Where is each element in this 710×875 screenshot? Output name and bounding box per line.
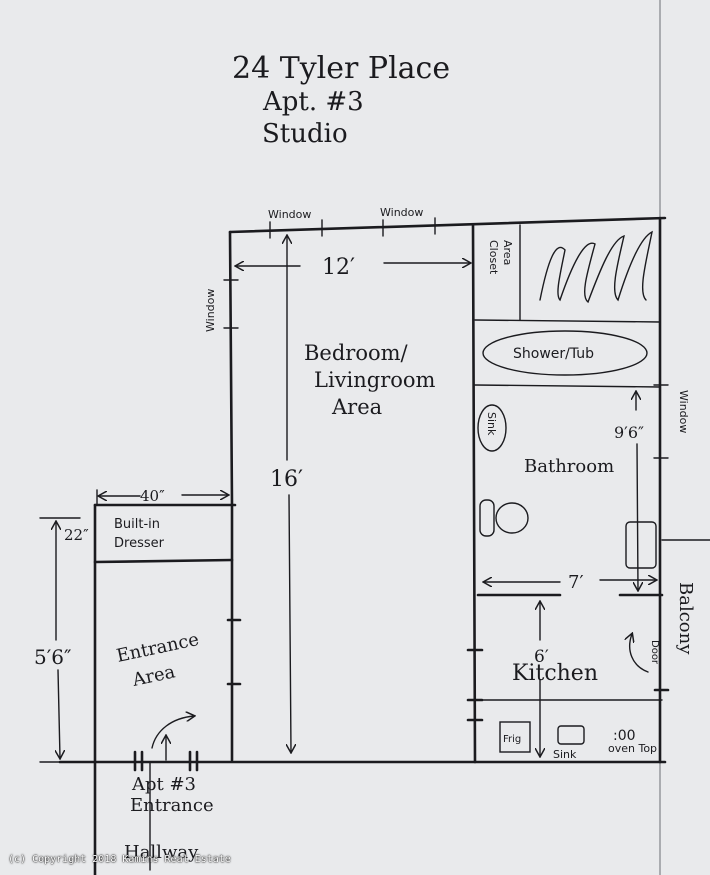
bath-sink-fixture: [477, 404, 507, 452]
dim-width-main: 12′: [322, 255, 355, 280]
dim-bath-depth-arrow-down: [637, 443, 638, 590]
walls: [58, 216, 710, 875]
toilet-fixture: [479, 499, 529, 537]
kitchen-sink-label: Sink: [553, 748, 577, 761]
dresser-label-2: Dresser: [114, 536, 165, 551]
oven-label: oven Top: [608, 742, 657, 755]
closet-hatch: [539, 230, 653, 304]
hallway-label: Hallway: [124, 842, 199, 863]
dim-bath-width: 7′: [568, 572, 584, 593]
fridge-label: Frig: [503, 734, 521, 745]
window-marks: [223, 217, 669, 459]
dim-dresser-depth: 22″: [64, 526, 89, 544]
address-title: 24 Tyler Place: [232, 51, 450, 86]
bedroom-label-3: Area: [331, 395, 382, 419]
dresser-label-1: Built-in: [114, 517, 160, 532]
kitchen-sink-fixture: [557, 725, 585, 745]
window-label-top-right: Window: [380, 206, 423, 219]
dim-kitchen-depth: 6′: [534, 647, 549, 667]
bedroom-label-2: Livingroom: [314, 368, 436, 392]
bedroom-label-1: Bedroom/: [304, 341, 409, 365]
bath-sink-label: Sink: [485, 412, 498, 436]
dim-entrance-length: 5′6″: [34, 645, 71, 669]
window-label-top-left: Window: [268, 208, 311, 221]
door-swing-entrance: [151, 716, 194, 749]
balcony-label: Balcony: [675, 582, 696, 655]
fridge-fixture: [499, 721, 531, 753]
closet-label-1: Closet: [487, 240, 500, 275]
unit-title: Apt. #3: [262, 87, 364, 117]
door-ticks: [133, 618, 670, 772]
closet-label-2: Area: [501, 240, 514, 265]
dim-bath-depth: 9′6″: [614, 423, 644, 442]
oven-burners-label: :00: [613, 728, 636, 744]
dim-entrance-arrow-down: [58, 669, 60, 758]
door-swing-balcony: [630, 634, 649, 673]
bath-cabinet-fixture: [625, 521, 657, 569]
entrance-label-1: Entrance: [115, 629, 201, 667]
entrance-label-2: Area: [130, 661, 178, 691]
shower-tub-fixture: [482, 330, 648, 376]
type-title: Studio: [262, 119, 348, 149]
dim-length-arrow-down: [289, 494, 291, 752]
shower-tub-label: Shower/Tub: [513, 346, 594, 362]
apt-entrance-label-1: Apt #3: [131, 774, 196, 795]
window-label-left: Window: [204, 289, 217, 332]
dim-length-main: 16′: [270, 467, 303, 492]
dim-dresser-width: 40″: [140, 487, 165, 505]
apt-entrance-label-2: Entrance: [130, 795, 214, 816]
bathroom-label: Bathroom: [524, 456, 614, 477]
kitchen-label: Kitchen: [512, 661, 598, 686]
copyright-notice: (c) Copyright 2018 Kamins Real Estate: [8, 854, 231, 865]
balcony-door-label: Door: [649, 640, 660, 665]
window-label-right: Window: [677, 390, 690, 433]
